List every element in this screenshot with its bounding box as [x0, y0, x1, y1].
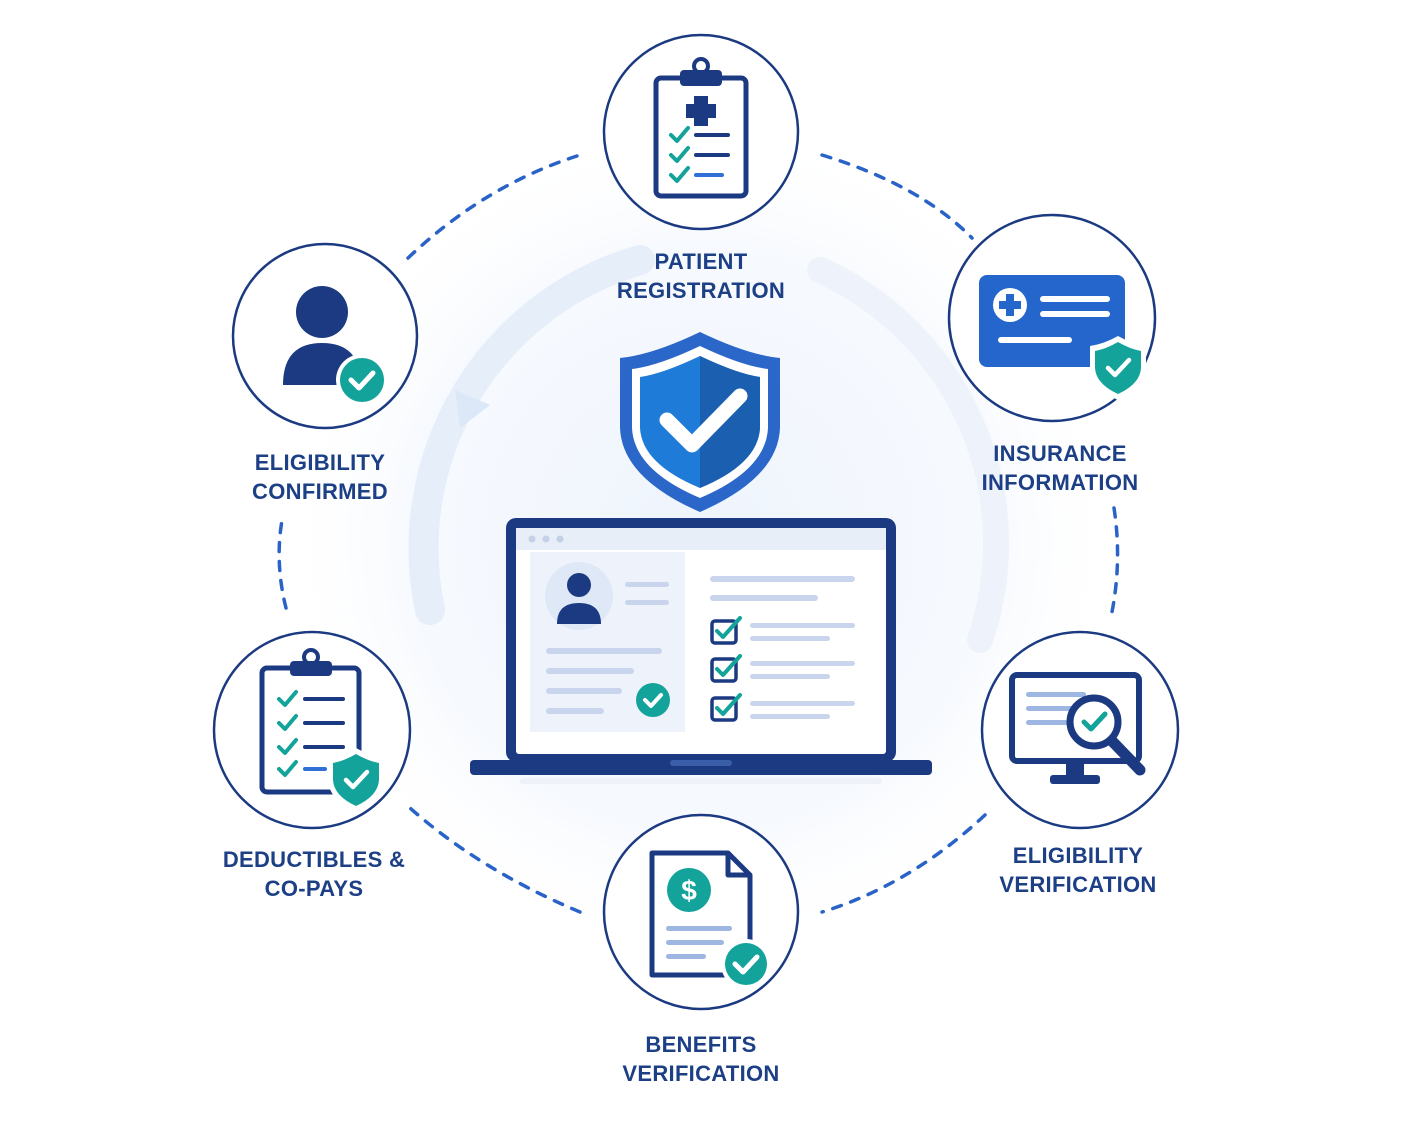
label-line: INSURANCE	[993, 441, 1127, 466]
label-deductibles-copays: DEDUCTIBLES & CO-PAYS	[223, 845, 405, 903]
node-benefits-verification: $	[602, 813, 800, 1011]
label-line: BENEFITS	[645, 1032, 757, 1057]
label-line: REGISTRATION	[616, 278, 786, 303]
user-check-icon	[283, 286, 388, 406]
label-line: INFORMATION	[981, 470, 1139, 495]
connector-deductibles-confirmed	[277, 513, 288, 610]
checklist-shield-icon	[259, 648, 384, 812]
label-line: VERIFICATION	[622, 1061, 780, 1086]
label-patient-registration: PATIENT REGISTRATION	[617, 247, 785, 305]
laptop-patient-record-icon	[470, 518, 932, 784]
node-insurance-information	[947, 213, 1157, 423]
label-insurance-information: INSURANCE INFORMATION	[982, 439, 1139, 497]
node-deductibles-copays	[212, 630, 412, 830]
label-line: VERIFICATION	[999, 872, 1157, 897]
label-line: CO-PAYS	[264, 876, 364, 901]
label-line: DEDUCTIBLES &	[222, 847, 406, 872]
background-arrow	[455, 390, 490, 428]
label-benefits-verification: BENEFITS VERIFICATION	[622, 1030, 779, 1088]
label-line: ELIGIBILITY	[254, 450, 386, 475]
dashed-connectors	[277, 153, 1120, 914]
monitor-magnifier-icon	[1009, 672, 1146, 784]
svg-text:$: $	[681, 875, 697, 906]
clipboard-medical-icon	[653, 57, 749, 199]
background-arc	[408, 245, 655, 625]
connector-benefits-deductibles	[408, 806, 582, 914]
background-arc-right	[807, 257, 1010, 653]
shield-check-icon	[620, 332, 780, 512]
insurance-card-icon	[979, 275, 1146, 400]
connector-insurance-eligibility	[1110, 506, 1120, 614]
label-eligibility-verification: ELIGIBILITY VERIFICATION	[999, 841, 1156, 899]
label-line: CONFIRMED	[252, 479, 388, 504]
label-line: ELIGIBILITY	[1012, 843, 1144, 868]
node-eligibility-verification	[980, 630, 1180, 830]
connector-registration-insurance	[820, 153, 974, 240]
label-eligibility-confirmed: ELIGIBILITY CONFIRMED	[252, 448, 388, 506]
invoice-dollar-icon: $	[649, 850, 771, 989]
connector-confirmed-registration	[406, 153, 582, 260]
node-eligibility-confirmed	[231, 242, 419, 430]
node-patient-registration	[602, 33, 800, 231]
connector-eligibility-benefits	[820, 813, 987, 914]
label-line: PATIENT	[654, 249, 748, 274]
